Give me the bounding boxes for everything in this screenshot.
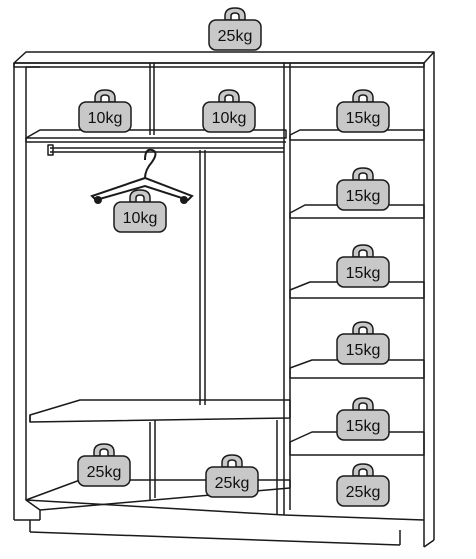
hanger-icon [90, 148, 194, 204]
bottom-plinth [25, 479, 291, 511]
weight-label: 10kg [123, 210, 158, 227]
weight-label: 15kg [346, 265, 381, 282]
weight-label: 25kg [87, 464, 122, 481]
upper-shelf [25, 129, 287, 139]
weight-icon-top: 25kg [208, 7, 262, 51]
weight-label: 25kg [215, 475, 250, 492]
weight-label: 15kg [346, 418, 381, 435]
weight-label: 10kg [88, 110, 123, 127]
right-shelf-c [289, 281, 425, 299]
weight-icon-right-shelf-3: 15kg [336, 244, 390, 288]
weight-icon-left-upper-shelf: 10kg [78, 89, 132, 133]
weight-icon-middle-upper-shelf: 10kg [202, 89, 256, 133]
wardrobe-top [13, 51, 435, 64]
weight-label: 15kg [346, 110, 381, 127]
weight-label: 25kg [218, 28, 253, 45]
weight-label: 10kg [212, 110, 247, 127]
right-shelf-b [289, 204, 425, 219]
weight-label: 15kg [346, 342, 381, 359]
wardrobe-top-front [13, 62, 425, 68]
weight-icon-right-shelf-5: 15kg [336, 397, 390, 441]
weight-icon-right-shelf-1: 15kg [336, 89, 390, 133]
weight-icon-bottom-left: 25kg [77, 443, 131, 487]
right-shelf-d [289, 359, 425, 379]
weight-icon-right-shelf-2: 15kg [336, 167, 390, 211]
weight-icon-bottom-right: 25kg [336, 463, 390, 507]
right-shelf-e [289, 431, 425, 456]
weight-icon-hanger: 10kg [113, 189, 167, 233]
right-shelf-a [289, 129, 425, 141]
weight-label: 15kg [346, 188, 381, 205]
weight-icon-bottom-middle: 25kg [205, 454, 259, 498]
lower-shelf [29, 399, 291, 423]
wardrobe-frame [13, 51, 435, 548]
weight-icon-right-shelf-4: 15kg [336, 321, 390, 365]
weight-label: 25kg [346, 484, 381, 501]
